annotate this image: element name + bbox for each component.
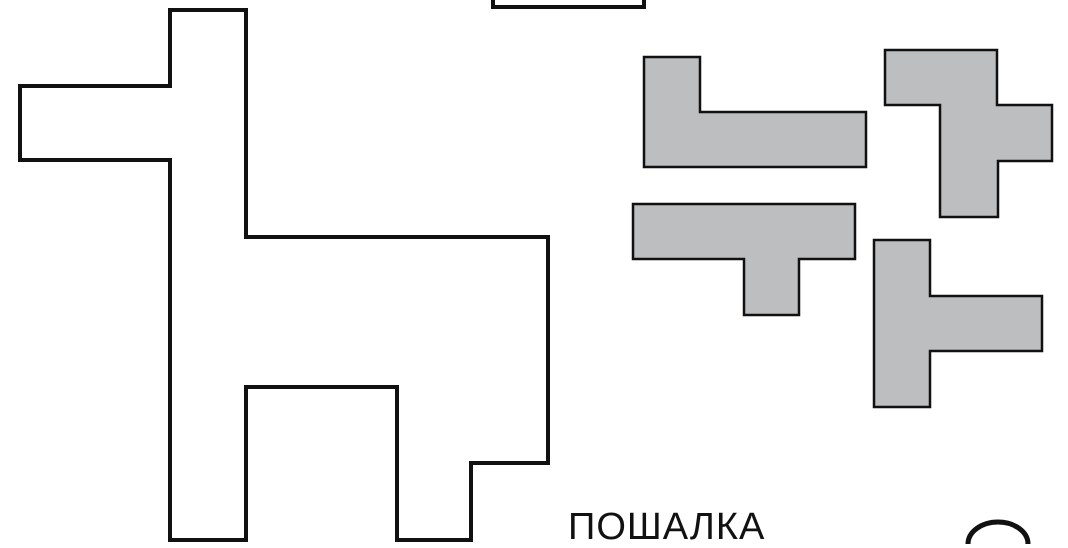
piece-t-shape[interactable] [633, 204, 855, 315]
piece-s-shape[interactable] [885, 50, 1052, 217]
piece-l-shape[interactable] [644, 57, 866, 167]
partial-glyph-decoration [968, 522, 1028, 544]
piece-corner-shape[interactable] [874, 240, 1042, 407]
previous-figure-frame [493, 0, 644, 7]
target-silhouette-outline [20, 10, 548, 540]
puzzle-title: ПОШАЛКА [568, 508, 765, 546]
